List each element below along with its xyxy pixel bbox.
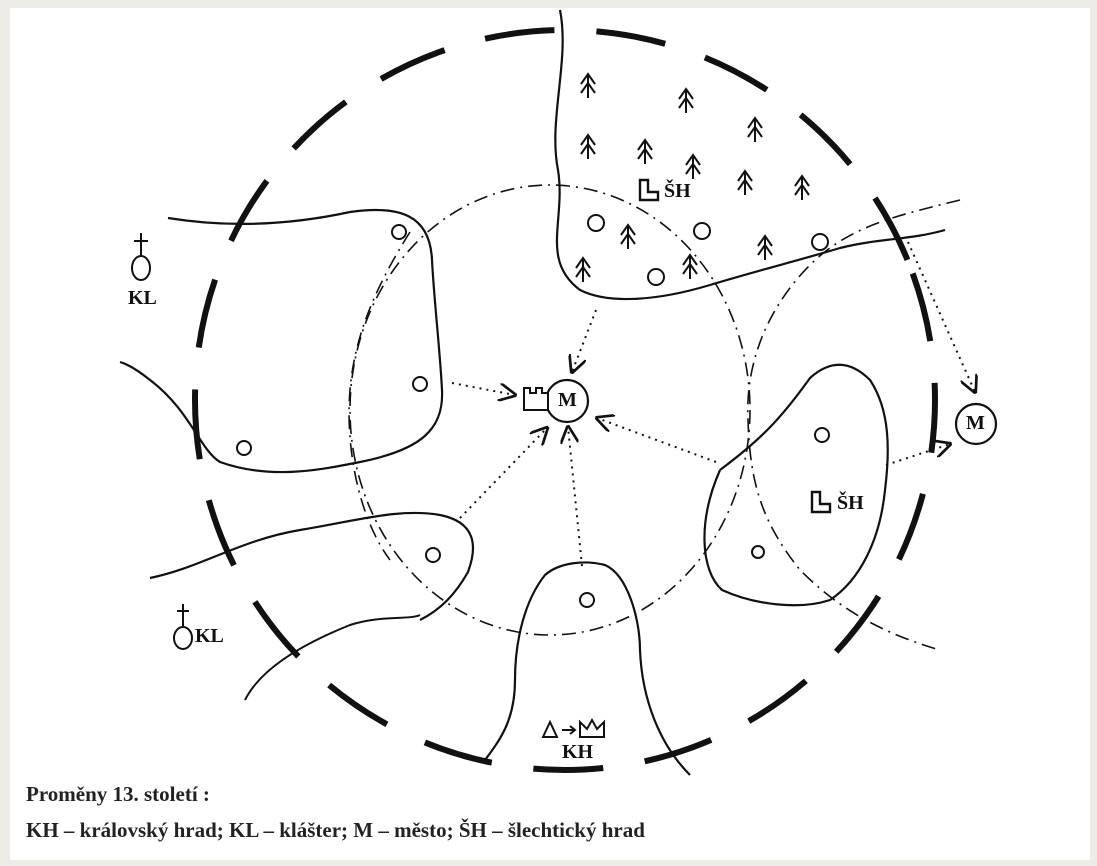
sh-label-top: ŠH [664, 180, 691, 202]
forest [575, 73, 810, 283]
stream-left [244, 614, 421, 701]
caption-legend: KH – královský hrad; KL – klášter; M – m… [26, 818, 645, 842]
outer-boundary [192, 27, 938, 773]
landmass-right [703, 363, 889, 607]
monastery-icon-top [131, 233, 151, 281]
kl-label-bottom: KL [195, 625, 224, 647]
domain-right [746, 199, 961, 651]
migration-arrows [451, 241, 975, 567]
town-label-right: M [966, 412, 985, 434]
kh-label-bottom: KH [562, 741, 594, 763]
royal-castle-transition-icon [541, 717, 605, 738]
town-label-center: M [558, 389, 577, 411]
caption-title: Proměny 13. století : [26, 782, 210, 806]
noble-castle-icon-top [638, 178, 660, 202]
monastery-icon-bottom [173, 604, 193, 650]
domain-left [348, 231, 411, 561]
landmass-left-lower [149, 511, 475, 621]
landmass-left [119, 208, 444, 474]
domain-center [349, 184, 751, 636]
river-top [554, 9, 946, 301]
castle-icon [523, 387, 549, 411]
noble-castle-icon-right [810, 490, 832, 514]
kl-label-top: KL [128, 287, 157, 309]
river-bottom [484, 561, 691, 776]
sh-label-right: ŠH [837, 492, 864, 514]
villages [236, 214, 830, 608]
town-right-circle [954, 402, 998, 446]
